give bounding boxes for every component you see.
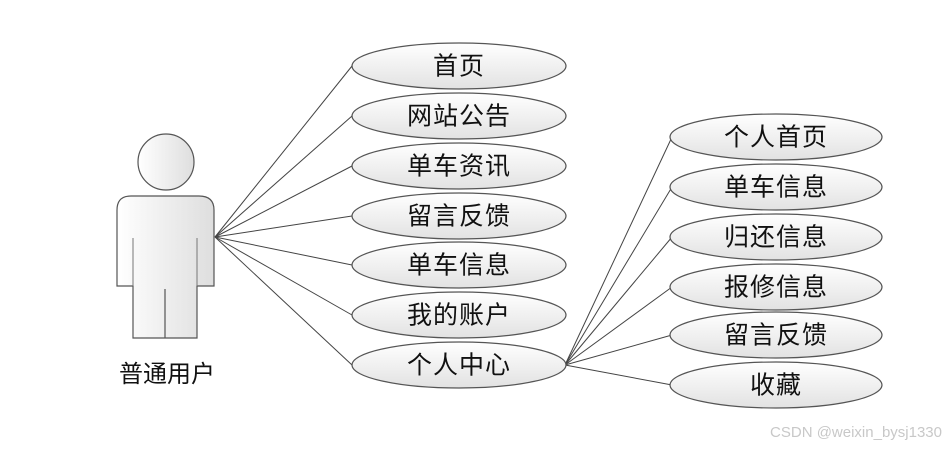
use-case-repair-info[interactable]: 报修信息 [669,263,883,311]
use-case-feedback[interactable]: 留言反馈 [351,192,567,240]
actor-head [137,133,195,191]
assoc-line-personal-center [214,236,353,366]
use-case-label: 报修信息 [724,273,828,302]
use-case-personal-center[interactable]: 个人中心 [351,341,567,389]
actor-body [116,195,215,339]
use-case-label: 首页 [433,52,485,81]
actor-associations [214,65,353,366]
use-case-bike-info[interactable]: 单车信息 [351,241,567,289]
use-case-favorites[interactable]: 收藏 [669,361,883,409]
assoc-line-bike-news [214,165,353,238]
assoc-line-home [214,65,353,238]
actor-label: 普通用户 [119,360,215,388]
use-case-label: 留言反馈 [724,321,828,350]
pc-line-feedback [564,334,673,366]
watermark: CSDN @weixin_bysj1330 [770,424,942,441]
assoc-line-bike-info [214,236,353,266]
pc-line-personal-home [564,136,673,366]
use-case-personal-home[interactable]: 个人首页 [669,113,883,161]
use-case-my-account[interactable]: 我的账户 [351,291,567,339]
pc-line-return-info [564,236,673,366]
actor-figure: 普通用户 [116,133,215,388]
use-case-pc-bike-info[interactable]: 单车信息 [669,163,883,211]
pc-line-repair-info [564,286,673,366]
use-case-label: 单车资讯 [407,152,511,181]
assoc-line-announcements [214,115,353,238]
use-case-bike-news[interactable]: 单车资讯 [351,142,567,190]
use-case-label: 收藏 [750,371,802,400]
use-case-label: 网站公告 [407,102,511,131]
use-case-label: 归还信息 [724,223,828,252]
use-case-label: 个人首页 [724,123,828,152]
use-case-label: 个人中心 [407,351,511,380]
main-use-cases: 首页 网站公告 单车资讯 留言反馈 单车信息 我的账户 个人中心 [351,42,567,389]
personal-center-use-cases: 个人首页 单车信息 归还信息 报修信息 留言反馈 收藏 [669,113,883,409]
use-case-announcements[interactable]: 网站公告 [351,92,567,140]
assoc-line-my-account [214,236,353,316]
assoc-line-feedback [214,215,353,238]
pc-line-favorites [564,364,673,386]
use-case-pc-feedback[interactable]: 留言反馈 [669,311,883,359]
use-case-label: 留言反馈 [407,202,511,231]
use-case-label: 单车信息 [724,173,828,202]
use-case-home[interactable]: 首页 [351,42,567,90]
use-case-return-info[interactable]: 归还信息 [669,213,883,261]
personal-center-associations [564,136,673,386]
use-case-label: 单车信息 [407,251,511,280]
use-case-label: 我的账户 [407,301,511,330]
pc-line-bike-info [564,186,673,366]
